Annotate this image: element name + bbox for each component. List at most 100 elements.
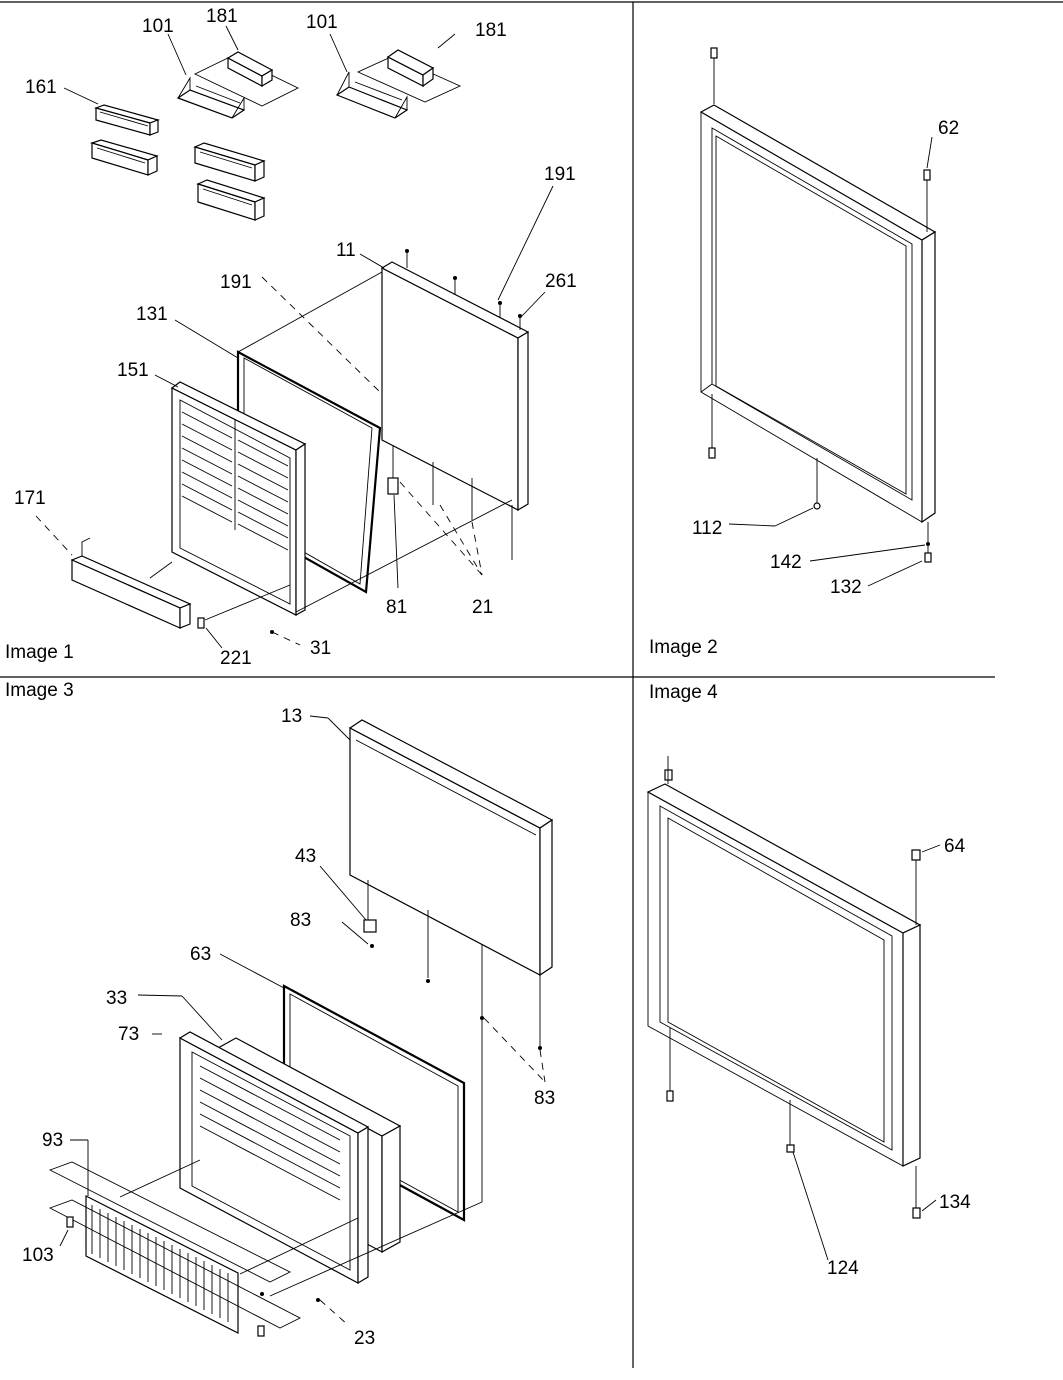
- screw-icon: [66, 1216, 74, 1228]
- alignment-line: [119, 1159, 201, 1198]
- callout-161: 161: [25, 77, 57, 98]
- alignment-line: [149, 561, 173, 579]
- callout-124: 124: [827, 1258, 859, 1279]
- callout-13: 13: [281, 706, 302, 727]
- callout-191: 191: [544, 164, 576, 185]
- screw-icon: [923, 169, 931, 232]
- door-shelf-bin: [94, 104, 160, 136]
- alignment-line: [269, 1201, 483, 1297]
- explode-line: [483, 1017, 546, 1083]
- explode-line: [471, 521, 483, 576]
- screw-icon: [426, 910, 430, 983]
- door-shelf-bin: [193, 142, 266, 182]
- leader-line: [497, 185, 554, 301]
- explode-line: [439, 504, 483, 576]
- callout-134: 134: [939, 1192, 971, 1213]
- dairy-bracket: [335, 71, 409, 119]
- hinge-icon: [387, 445, 399, 495]
- screw-icon: [666, 1028, 674, 1102]
- callout-221: 221: [220, 648, 252, 669]
- callout-171: 171: [14, 488, 46, 509]
- freezer-door-liner: [178, 1031, 370, 1285]
- screw-icon: [813, 458, 821, 510]
- leader-line: [867, 560, 923, 587]
- screw-icon: [405, 249, 409, 268]
- panel-title-1: Image 1: [5, 642, 74, 663]
- explode-line: [261, 276, 381, 393]
- callout-181: 181: [475, 20, 507, 41]
- callout-101: 101: [306, 12, 338, 33]
- callout-43: 43: [295, 846, 316, 867]
- door-shelf-bin: [90, 139, 159, 176]
- screw-icon: [518, 314, 522, 330]
- screw-icon: [370, 944, 374, 948]
- door-liner: [170, 381, 307, 617]
- leader-line: [154, 374, 179, 388]
- leader-line: [792, 1151, 829, 1261]
- toe-grille: [85, 1195, 239, 1334]
- alignment-line: [295, 499, 513, 613]
- callout-11: 11: [336, 240, 356, 261]
- callout-21: 21: [472, 597, 493, 618]
- mounting-plane: [48, 1161, 292, 1283]
- leader-line: [393, 494, 399, 589]
- callout-101: 101: [142, 16, 174, 37]
- explode-line: [271, 631, 301, 646]
- explode-line: [319, 1299, 349, 1326]
- callout-83: 83: [290, 910, 311, 931]
- screw-icon: [664, 756, 673, 784]
- dairy-cover: [193, 51, 300, 107]
- image-4-diagram: 64 134 124: [646, 756, 971, 1279]
- screw-icon: [480, 945, 484, 1020]
- leader-line: [329, 33, 348, 73]
- leader-line: [205, 627, 223, 649]
- screw-icon: [710, 47, 718, 104]
- image-2-diagram: 62 112 142 132: [692, 47, 959, 598]
- leader-line: [359, 253, 385, 269]
- panel-title-3: Image 3: [5, 680, 74, 701]
- panel-title-2: Image 2: [649, 637, 718, 658]
- explode-line: [539, 1049, 546, 1083]
- screw-icon: [257, 1325, 265, 1337]
- callout-64: 64: [944, 836, 966, 857]
- freezer-outer-door: [348, 719, 554, 977]
- leader-line: [341, 921, 369, 945]
- door-bottom-shelf: [70, 537, 192, 629]
- leader-line: [63, 87, 99, 105]
- leader-line: [728, 523, 776, 527]
- callout-93: 93: [42, 1130, 63, 1151]
- leader-line: [926, 136, 933, 169]
- callout-142: 142: [770, 552, 802, 573]
- dairy-cover: [356, 49, 462, 103]
- callout-103: 103: [22, 1245, 54, 1266]
- leader-line: [167, 33, 187, 76]
- leader-line: [327, 717, 351, 741]
- alignment-line: [239, 1217, 359, 1275]
- screw-icon: [924, 522, 932, 563]
- explode-line: [399, 481, 483, 576]
- callout-63: 63: [190, 944, 211, 965]
- leader-line: [174, 319, 239, 359]
- callout-191: 191: [220, 272, 252, 293]
- callout-132: 132: [830, 577, 862, 598]
- panel-title-4: Image 4: [649, 682, 718, 703]
- door-shelf-bin: [196, 179, 266, 221]
- leader-line: [59, 1229, 69, 1247]
- callout-62: 62: [938, 118, 959, 139]
- callout-23: 23: [354, 1328, 375, 1349]
- screw-icon: [498, 301, 502, 318]
- leader-line: [921, 844, 941, 853]
- screw-icon: [911, 849, 921, 925]
- screw-icon: [786, 1100, 795, 1153]
- leader-line: [774, 507, 814, 527]
- outer-door-panel: [380, 261, 530, 512]
- alignment-line: [237, 271, 383, 353]
- leader-line: [319, 865, 367, 921]
- mounting-plane: [48, 1199, 301, 1329]
- screw-icon: [316, 1298, 320, 1302]
- callout-83: 83: [534, 1088, 555, 1109]
- leader-line: [225, 25, 239, 51]
